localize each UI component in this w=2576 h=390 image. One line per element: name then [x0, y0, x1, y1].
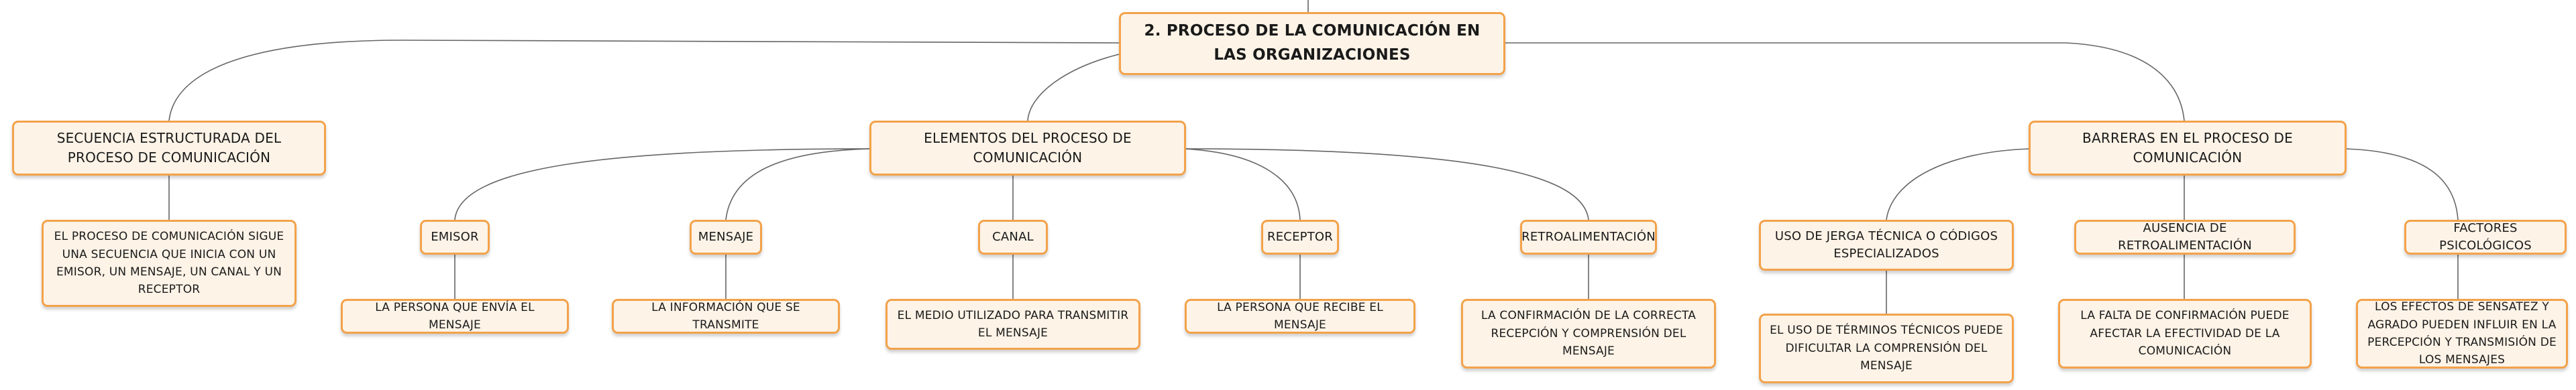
connector-branch-3-factores [2343, 148, 2459, 220]
detail-node-mensaje: LA INFORMACIÓN QUE SE TRANSMITE [612, 299, 840, 334]
connector-branch-2-retro [1183, 148, 1589, 220]
child-node-label: RETROALIMENTACIÓN [1521, 230, 1656, 245]
child-node-mensaje: MENSAJE [690, 220, 762, 255]
detail-node-label: EL PROCESO DE COMUNICACIÓN SIGUE UNA SEC… [54, 230, 284, 297]
child-node-jerga: USO DE JERGA TÉCNICA O CÓDIGOS ESPECIALI… [1759, 220, 2014, 271]
detail-node-factores: LOS EFECTOS DE SENSATEZ Y AGRADO PUEDEN … [2356, 299, 2568, 369]
detail-node-retroalimentacion: LA CONFIRMACIÓN DE LA CORRECTA RECEPCIÓN… [1461, 299, 1716, 369]
child-node-label: FACTORES PSICOLÓGICOS [2439, 221, 2532, 253]
detail-node-receptor: LA PERSONA QUE RECIBE EL MENSAJE [1185, 299, 1415, 334]
branch-node-elementos: ELEMENTOS DEL PROCESO DE COMUNICACIÓN [869, 121, 1186, 176]
detail-node-label: LA PERSONA QUE RECIBE EL MENSAJE [1217, 300, 1383, 332]
child-node-retroalimentacion: RETROALIMENTACIÓN [1520, 220, 1657, 255]
detail-node-label: EL USO DE TÉRMINOS TÉCNICOS PUEDE DIFICU… [1770, 324, 2003, 373]
connector-branch-2-emisor [454, 148, 873, 220]
branch-node-barreras: BARRERAS EN EL PROCESO DE COMUNICACIÓN [2029, 121, 2347, 176]
detail-node-label: LA PERSONA QUE ENVÍA EL MENSAJE [375, 300, 535, 332]
connector-branch-2-mensaje [725, 148, 873, 220]
detail-node-label: LOS EFECTOS DE SENSATEZ Y AGRADO PUEDEN … [2367, 300, 2557, 367]
detail-node-canal: EL MEDIO UTILIZADO PARA TRANSMITIR EL ME… [885, 299, 1140, 350]
detail-node-label: LA CONFIRMACIÓN DE LA CORRECTA RECEPCIÓN… [1481, 309, 1697, 359]
connector-branch-3-jerga [1886, 148, 2032, 220]
branch-node-label: SECUENCIA ESTRUCTURADA DEL PROCESO DE CO… [56, 130, 282, 166]
root-node-label: 2. PROCESO DE LA COMUNICACIÓN EN LAS ORG… [1144, 22, 1481, 64]
root-node: 2. PROCESO DE LA COMUNICACIÓN EN LAS ORG… [1119, 12, 1505, 75]
connector-root-branch-3 [1502, 42, 2185, 121]
child-node-canal: CANAL [978, 220, 1048, 255]
detail-node-ausencia: LA FALTA DE CONFIRMACIÓN PUEDE AFECTAR L… [2058, 299, 2312, 369]
detail-node-label: LA INFORMACIÓN QUE SE TRANSMITE [651, 300, 800, 332]
branch-node-label: BARRERAS EN EL PROCESO DE COMUNICACIÓN [2082, 130, 2293, 166]
detail-node-jerga: EL USO DE TÉRMINOS TÉCNICOS PUEDE DIFICU… [1759, 314, 2014, 383]
child-node-label: RECEPTOR [1267, 230, 1333, 245]
branch-node-secuencia: SECUENCIA ESTRUCTURADA DEL PROCESO DE CO… [12, 121, 326, 176]
child-node-receptor: RECEPTOR [1261, 220, 1339, 255]
child-node-factores: FACTORES PSICOLÓGICOS [2404, 220, 2567, 255]
child-node-label: MENSAJE [698, 230, 754, 245]
connector-root-branch-1 [168, 40, 1122, 121]
connector-branch-2-receptor [1183, 148, 1301, 220]
detail-node-label: EL MEDIO UTILIZADO PARA TRANSMITIR EL ME… [897, 308, 1129, 340]
child-node-ausencia: AUSENCIA DE RETROALIMENTACIÓN [2074, 220, 2296, 255]
child-node-emisor: EMISOR [420, 220, 490, 255]
detail-node-secuencia: EL PROCESO DE COMUNICACIÓN SIGUE UNA SEC… [42, 220, 297, 307]
detail-node-label: LA FALTA DE CONFIRMACIÓN PUEDE AFECTAR L… [2080, 309, 2290, 359]
child-node-label: CANAL [992, 230, 1034, 245]
child-node-label: EMISOR [431, 230, 479, 245]
connector-root-branch-2 [1027, 53, 1122, 121]
branch-node-label: ELEMENTOS DEL PROCESO DE COMUNICACIÓN [924, 130, 1132, 166]
detail-node-emisor: LA PERSONA QUE ENVÍA EL MENSAJE [341, 299, 569, 334]
child-node-label: USO DE JERGA TÉCNICA O CÓDIGOS ESPECIALI… [1774, 229, 1998, 261]
child-node-label: AUSENCIA DE RETROALIMENTACIÓN [2118, 221, 2252, 253]
